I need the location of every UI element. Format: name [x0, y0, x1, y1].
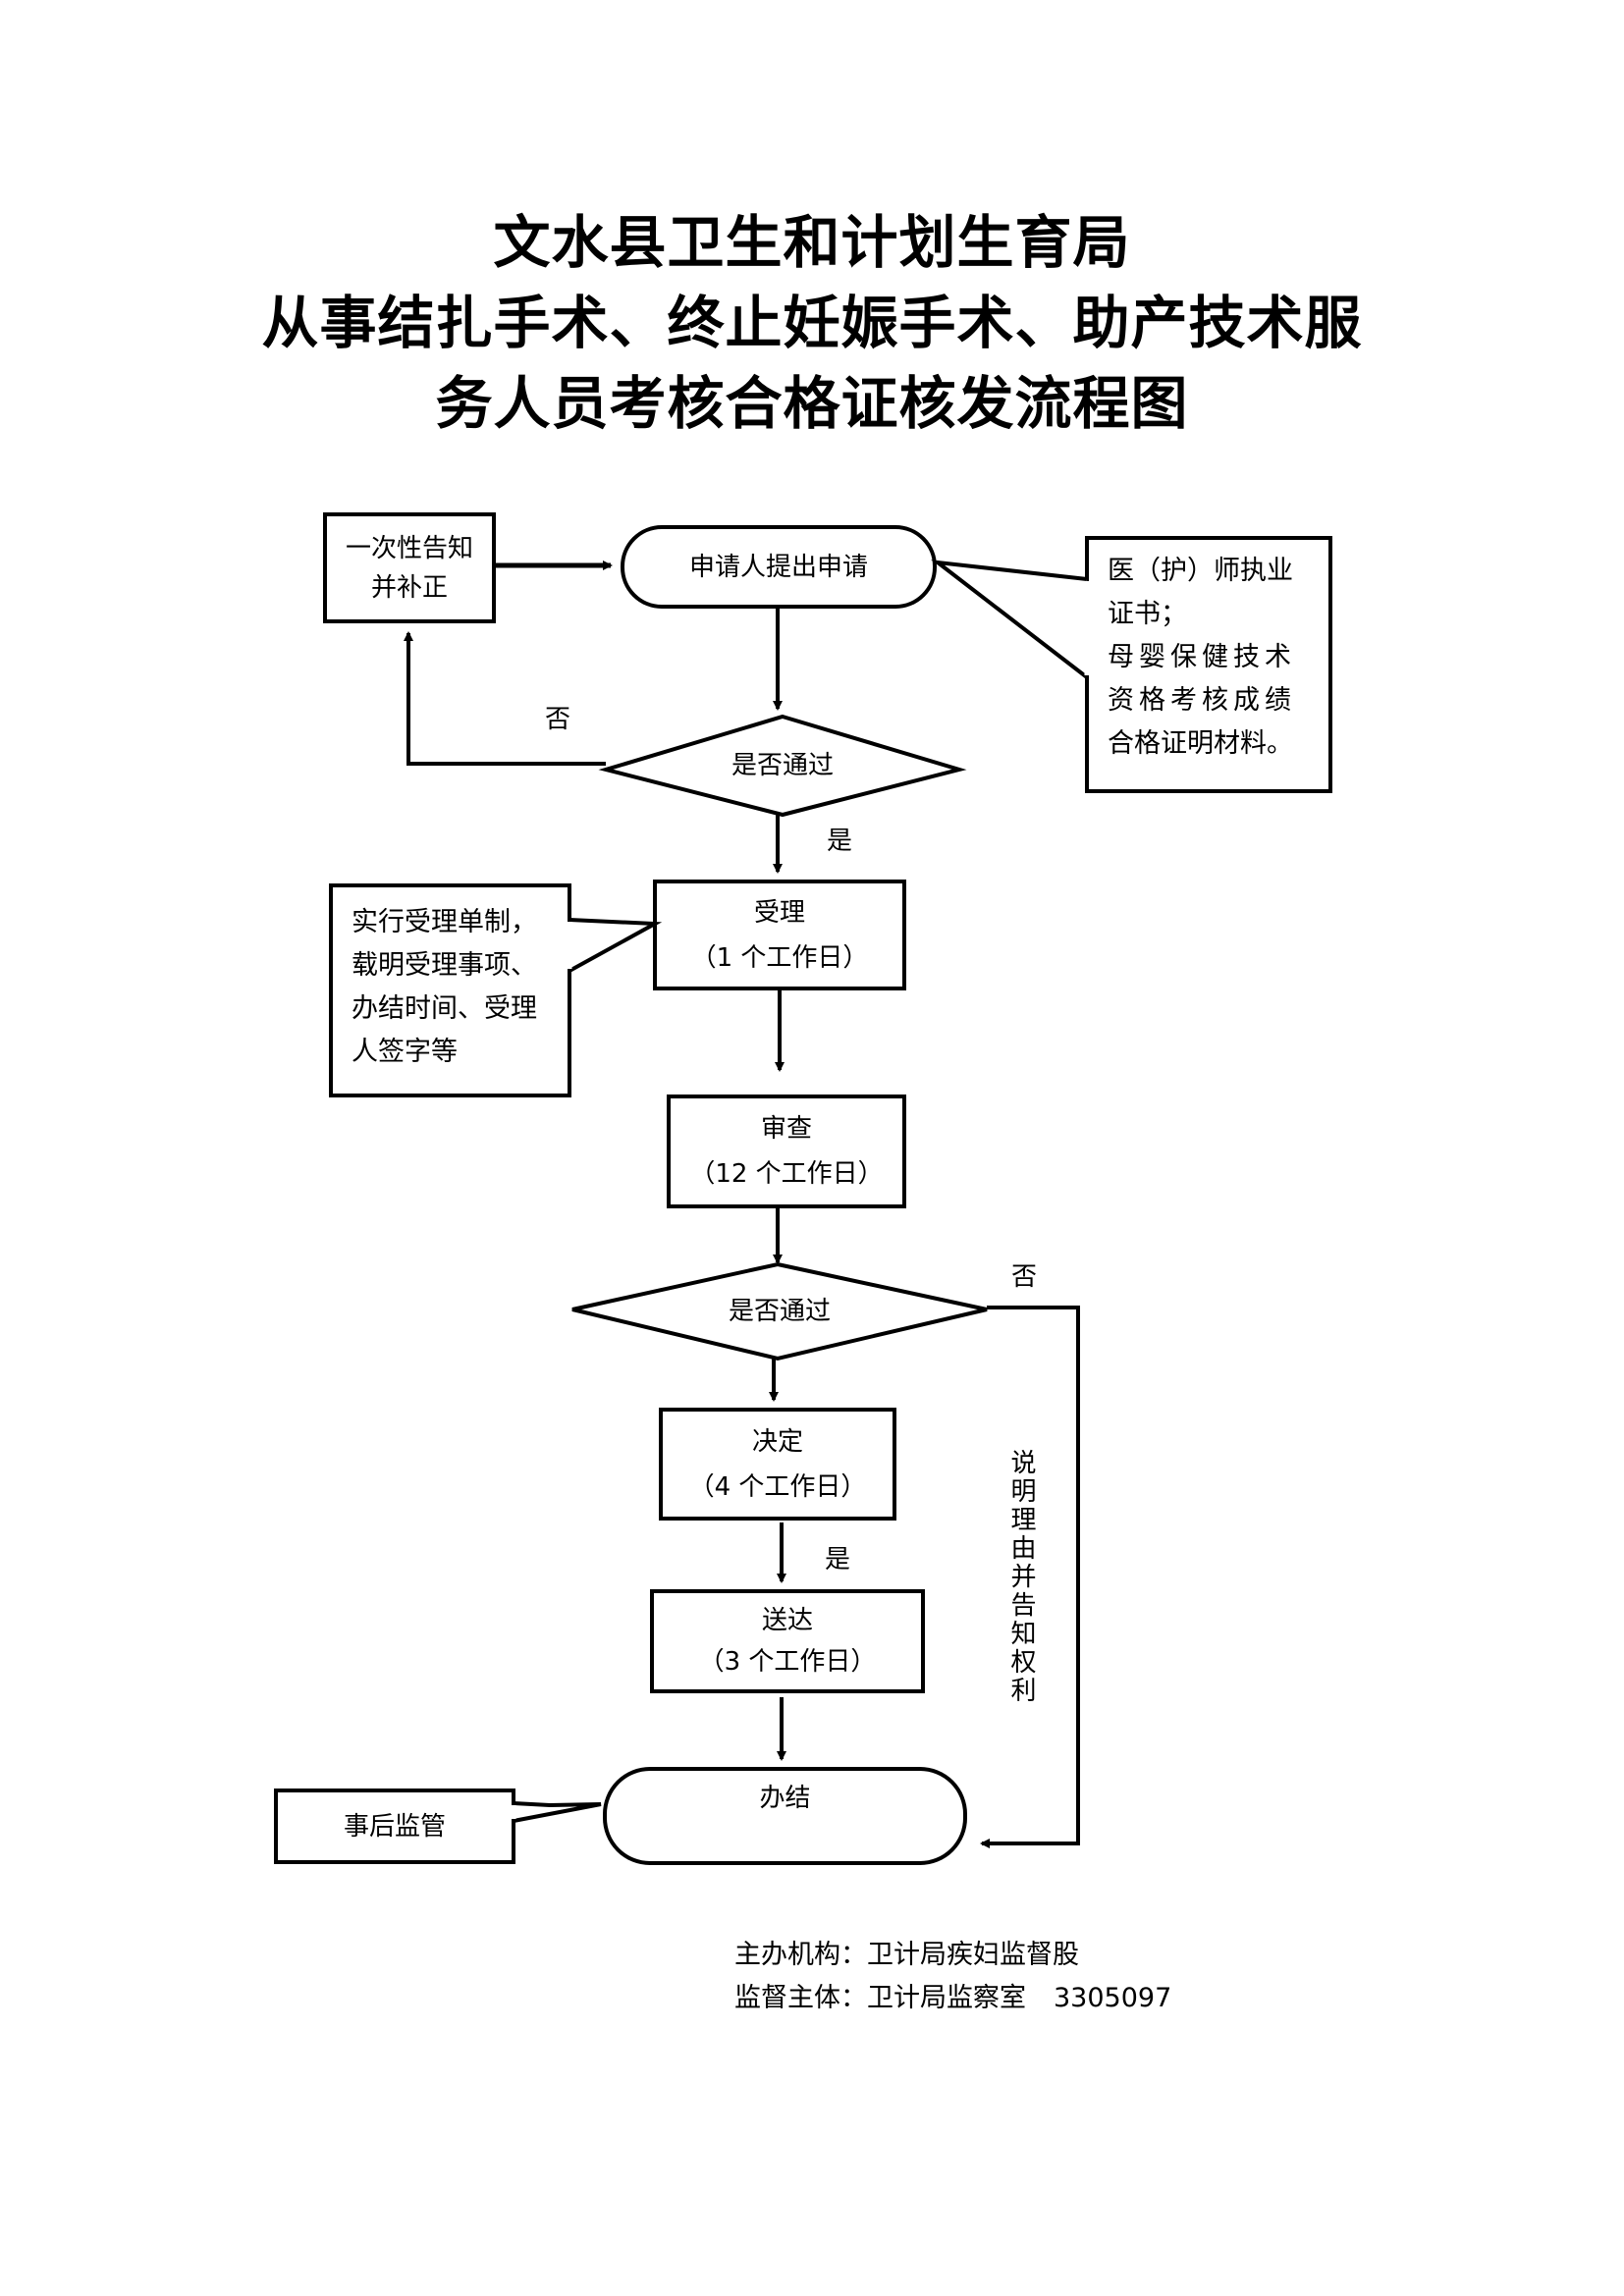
materials-line-2: 证书； [1108, 599, 1187, 629]
correction-line-2: 并补正 [370, 572, 448, 603]
decision2-no-label: 否 [1011, 1262, 1038, 1292]
footer-supervisor: 监督主体：卫计局监察室 3305097 [734, 1977, 1171, 2020]
supervisor-phone: 3305097 [1054, 1983, 1172, 2013]
accept-box [653, 880, 906, 990]
deliver-title: 送达 [761, 1606, 813, 1635]
accept-note-line-3: 办结时间、受理 [352, 993, 537, 1024]
materials-note-box [1085, 536, 1332, 793]
end-terminal-text: 办结 [605, 1769, 965, 1828]
title-line-2: 从事结扎手术、终止妊娠手术、助产技术服 [261, 290, 1363, 356]
organizer-value: 卫计局疾妇监督股 [867, 1940, 1079, 1970]
decision1-label: 是否通过 [731, 751, 834, 780]
deliver-box [650, 1589, 925, 1693]
post-supervision-callout [513, 1801, 602, 1823]
accept-note-callout [568, 918, 663, 973]
end-label: 办结 [759, 1784, 811, 1813]
decision1-yes-label: 是 [827, 827, 853, 856]
materials-line-5: 合格证明材料。 [1108, 728, 1293, 759]
accept-title: 受理 [753, 897, 805, 928]
accept-note-line-4: 人签字等 [352, 1037, 458, 1067]
accept-note-line-2: 载明受理事项、 [352, 950, 537, 981]
decide-duration: （4 个工作日） [688, 1471, 867, 1502]
start-label: 申请人提出申请 [688, 552, 868, 582]
footer-organizer: 主办机构：卫计局疾妇监督股 [734, 1934, 1079, 1977]
materials-line-3: 母婴保健技术 [1108, 642, 1296, 672]
organizer-label: 主办机构： [734, 1940, 867, 1970]
supervisor-label: 监督主体： [734, 1983, 867, 2013]
correction-box-text: 一次性告知 并补正 [325, 514, 494, 621]
materials-note-callout [931, 560, 1089, 679]
materials-note-text: 医（护）师执业 证书； 母婴保健技术 资格考核成绩 合格证明材料。 [1108, 550, 1296, 766]
connector-decision2-no [980, 1306, 1080, 1848]
decision1-no-label: 否 [545, 705, 571, 734]
accept-box-text: 受理 （1 个工作日） [655, 881, 904, 988]
post-supervision-label: 事后监管 [343, 1811, 446, 1842]
decide-box [659, 1408, 896, 1521]
review-title: 审查 [760, 1114, 812, 1144]
decision1-diamond [598, 714, 967, 818]
title-line-1: 文水县卫生和计划生育局 [493, 209, 1131, 276]
decide-yes-label: 是 [825, 1545, 851, 1575]
decision2-diamond [571, 1261, 988, 1362]
accept-duration: （1 个工作日） [690, 942, 869, 973]
title-line-3: 务人员考核合格证核发流程图 [435, 370, 1189, 437]
review-duration: （12 个工作日） [689, 1159, 884, 1189]
deliver-box-text: 送达 （3 个工作日） [652, 1591, 923, 1691]
accept-note-box [329, 883, 571, 1097]
accept-note-line-1: 实行受理单制， [352, 907, 537, 937]
supervisor-value: 卫计局监察室 [867, 1983, 1026, 2013]
decision2-text: 是否通过 [572, 1264, 987, 1359]
reject-path-label: 说明理由并告知权利 [1006, 1449, 1036, 1705]
post-supervision-box [274, 1789, 515, 1864]
materials-line-4: 资格考核成绩 [1108, 685, 1296, 716]
start-terminal-text: 申请人提出申请 [623, 527, 935, 607]
deliver-duration: （3 个工作日） [698, 1647, 877, 1677]
decision2-label: 是否通过 [728, 1297, 831, 1326]
post-supervision-text: 事后监管 [276, 1790, 514, 1862]
connector-decision1-no [404, 631, 606, 766]
accept-note-text: 实行受理单制， 载明受理事项、 办结时间、受理 人签字等 [352, 901, 537, 1074]
decision1-text: 是否通过 [606, 717, 959, 815]
end-terminal [603, 1767, 967, 1865]
review-box [667, 1095, 906, 1208]
review-box-text: 审查 （12 个工作日） [669, 1096, 904, 1206]
correction-line-1: 一次性告知 [345, 533, 473, 563]
decide-title: 决定 [751, 1426, 803, 1457]
decide-box-text: 决定 （4 个工作日） [661, 1410, 894, 1519]
materials-line-1: 医（护）师执业 [1108, 556, 1293, 586]
